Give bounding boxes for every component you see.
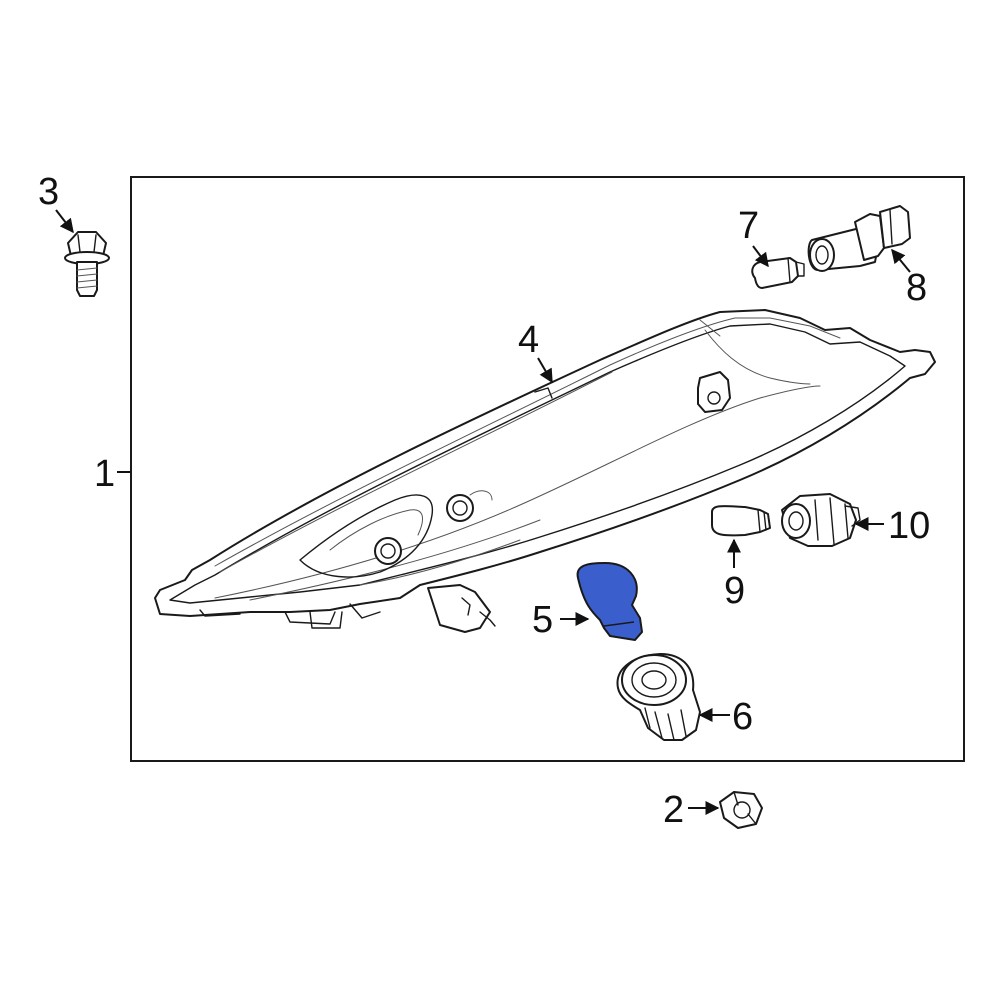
callout-5[interactable]: 5 (532, 599, 553, 641)
callout-2[interactable]: 2 (663, 789, 684, 831)
bulb-socket[interactable] (616, 653, 701, 741)
callout-7[interactable]: 7 (738, 205, 759, 247)
leader-3 (55, 209, 74, 234)
wedge-bulb[interactable] (751, 257, 805, 289)
flange-bolt[interactable] (64, 231, 110, 297)
callout-10[interactable]: 10 (888, 505, 930, 547)
callout-4[interactable]: 4 (518, 319, 539, 361)
leader-4 (537, 357, 553, 384)
assembly-frame (130, 176, 965, 762)
leader-7 (752, 245, 769, 268)
leader-8 (891, 248, 911, 273)
turn-signal-bulb[interactable] (576, 562, 643, 641)
callout-6[interactable]: 6 (732, 696, 753, 738)
small-bulb[interactable] (711, 505, 771, 537)
headlamp-housing[interactable] (154, 309, 936, 633)
side-marker-socket[interactable] (807, 205, 911, 272)
small-bulb-socket[interactable] (781, 493, 861, 547)
callout-3[interactable]: 3 (38, 171, 59, 213)
hex-nut[interactable] (719, 791, 763, 829)
callout-9[interactable]: 9 (724, 570, 745, 612)
callout-1[interactable]: 1 (94, 453, 115, 495)
callout-8[interactable]: 8 (906, 267, 927, 309)
